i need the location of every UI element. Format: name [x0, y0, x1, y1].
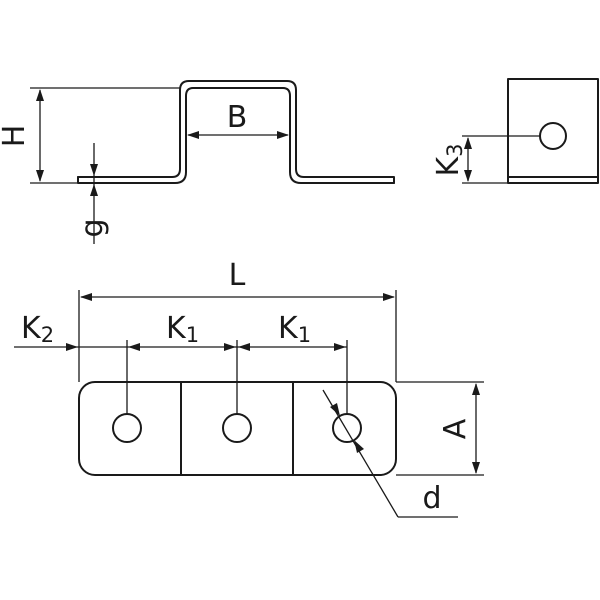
k1b-arrow-left [238, 343, 250, 351]
k2-label-subscript: 2 [41, 323, 54, 347]
k1a-label-subscript: 1 [186, 323, 199, 347]
end-view-hole [539, 122, 567, 150]
plate-width-arrow-top [472, 383, 480, 395]
k1b-label-subscript: 1 [298, 323, 311, 347]
length-arrow-right [383, 293, 395, 301]
thickness-label: g [75, 218, 110, 237]
k3-label: K [431, 156, 466, 177]
width-arrow-left [187, 131, 199, 139]
bracket-profile-outer [77, 80, 395, 184]
side-view: H B g [0, 80, 395, 244]
k1a-label: K [166, 311, 187, 346]
k2-label-group: K2 [21, 311, 54, 347]
width-arrow-right [277, 131, 289, 139]
k1b-arrow-right [334, 343, 346, 351]
k3-label-group: K3 [431, 143, 467, 176]
diameter-arrow-top [330, 403, 340, 416]
plate-hole-2 [222, 413, 252, 443]
height-arrow-bottom [36, 170, 44, 182]
plate-hole-3 [332, 413, 362, 443]
k3-arrow-top [464, 137, 472, 149]
k1b-label: K [278, 311, 299, 346]
k1a-label-group: K1 [166, 311, 199, 347]
end-view: K3 [431, 78, 599, 184]
plate-width-label: A [438, 418, 473, 439]
k1a-arrow-right [224, 343, 236, 351]
top-view: L K2 K1 K1 A d [14, 258, 484, 518]
plate-hole-1 [112, 413, 142, 443]
height-arrow-top [36, 89, 44, 101]
k2-label: K [21, 311, 42, 346]
k1b-label-group: K1 [278, 311, 311, 347]
height-label: H [0, 125, 32, 148]
thickness-arrow-top [90, 164, 98, 176]
end-view-outline [507, 78, 599, 184]
plate-width-arrow-bottom [472, 462, 480, 474]
k3-arrow-bottom [464, 170, 472, 182]
length-arrow-left [80, 293, 92, 301]
length-label: L [229, 258, 246, 293]
thickness-arrow-bottom [90, 184, 98, 196]
diameter-label: d [422, 481, 441, 516]
diameter-arrow-bottom [354, 440, 364, 453]
k3-label-subscript: 3 [443, 143, 467, 156]
k2-arrow [66, 343, 78, 351]
bracket-profile-inner [77, 87, 395, 184]
k1a-arrow-left [128, 343, 140, 351]
width-label: B [227, 100, 248, 135]
